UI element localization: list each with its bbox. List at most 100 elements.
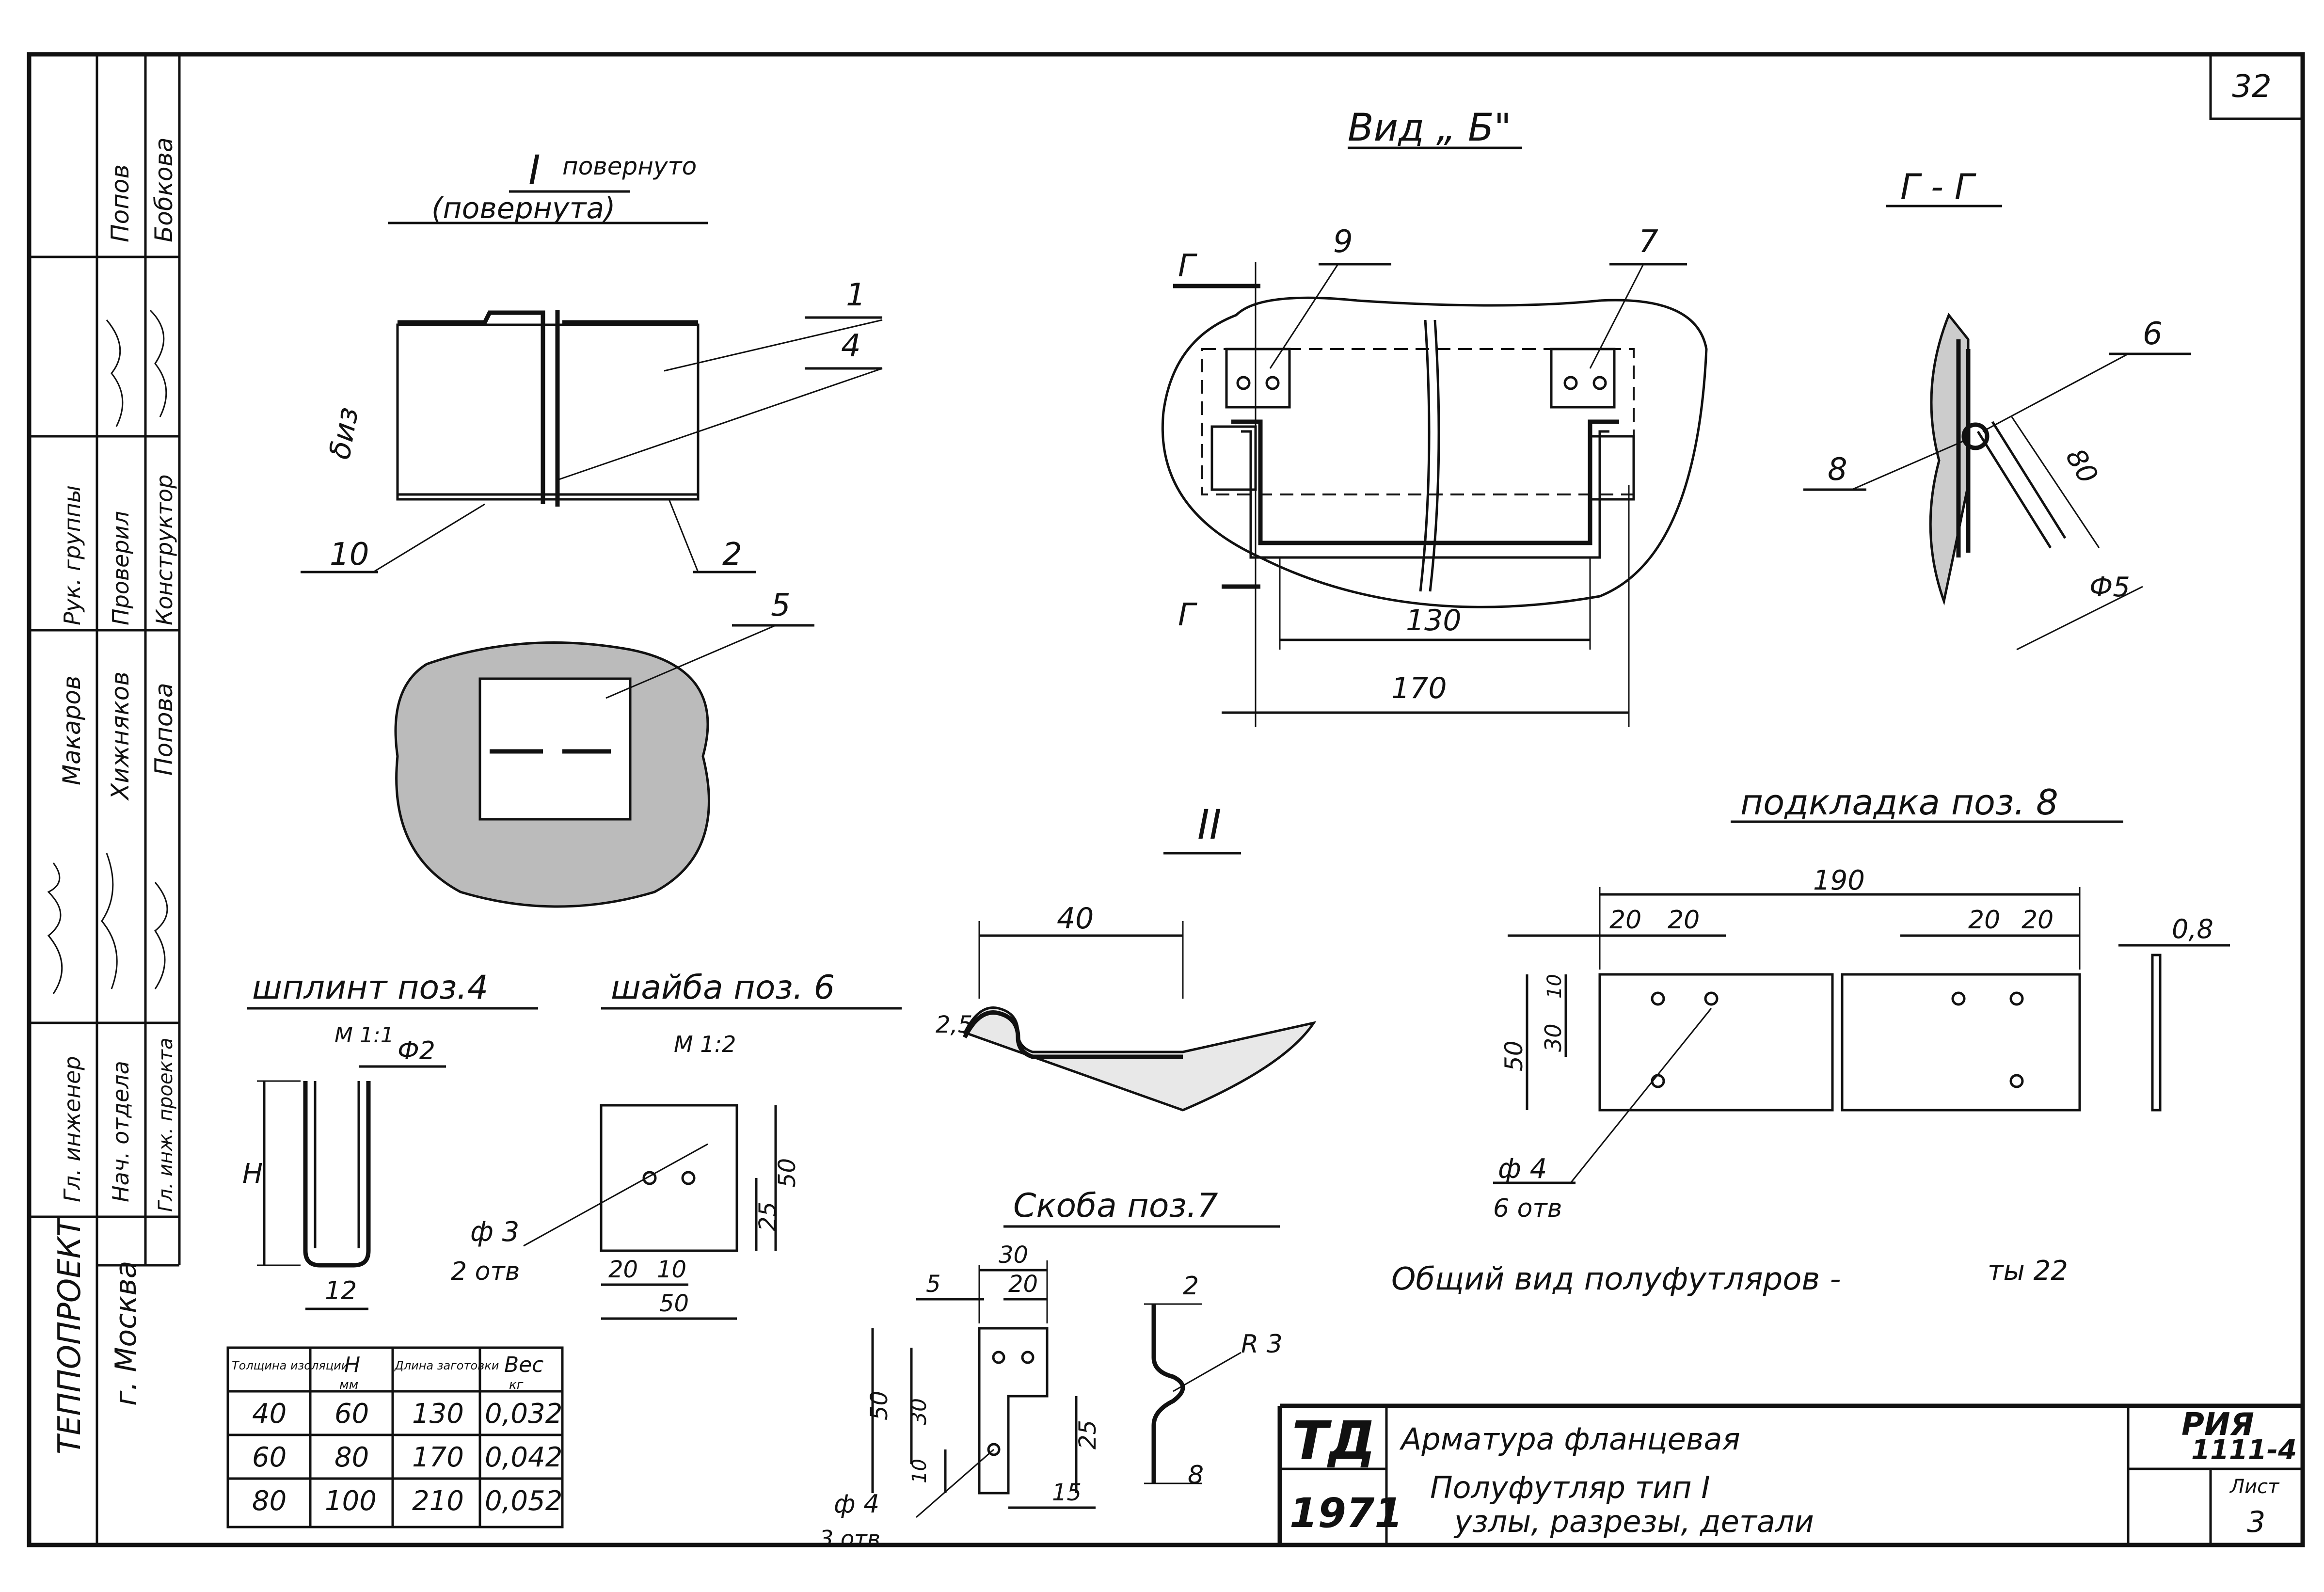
- stamp-name-2: Попова: [150, 683, 178, 776]
- view-2: II 40 2,5: [936, 801, 1317, 1112]
- cut-g-top: Г: [1178, 248, 1197, 284]
- skoba-w5: 5: [926, 1271, 941, 1298]
- general-note: Общий вид полуфутляров -: [1391, 1261, 1841, 1297]
- view-1: I повернуто (повернута) δиз 1 4 10 2: [301, 146, 883, 573]
- viewb-title: Вид „ Б": [1348, 106, 1512, 150]
- skoba-w20: 20: [1008, 1271, 1038, 1298]
- table-h3: Вес: [504, 1353, 543, 1377]
- skoba-r3: R 3: [1241, 1330, 1283, 1359]
- title-block: ТД 1971 Арматура фланцевая Полуфутляр ти…: [1277, 1403, 2303, 1545]
- shayba-w20: 20: [608, 1256, 638, 1283]
- shayba-w50: 50: [659, 1290, 689, 1317]
- table-u1: мм: [339, 1378, 358, 1392]
- title-line3: узлы, разрезы, детали: [1453, 1504, 1814, 1539]
- shayba-scale: М 1:2: [674, 1031, 736, 1057]
- shayba: шайба поз. 6 М 1:2 ф 3 2 отв 20 10 50 50…: [451, 969, 902, 1320]
- title-code: 1111-4: [2191, 1434, 2297, 1466]
- podkladka-phi4: ф 4: [1498, 1153, 1547, 1185]
- skoba-w8: 8: [1188, 1461, 1204, 1490]
- callout-6: 6: [2143, 316, 2163, 352]
- stamp-signatures: [47, 309, 168, 994]
- table-u3: кг: [509, 1378, 524, 1392]
- skoba-w15: 15: [1052, 1479, 1082, 1506]
- table-r1c3: 0,042: [485, 1442, 562, 1473]
- general-note-tail: ты 22: [1988, 1255, 2068, 1287]
- sheet-number: 32: [2232, 69, 2271, 105]
- shayba-title: шайба поз. 6: [611, 969, 835, 1007]
- stamp-role-1: Нач. отдела: [108, 1061, 134, 1202]
- table-r1c1: 80: [334, 1442, 369, 1473]
- callout-2: 2: [722, 537, 742, 573]
- shplint: шплинт поз.4 М 1:1 Н Ф2 12: [242, 969, 538, 1310]
- table-r0c0: 40: [252, 1398, 287, 1430]
- shplint-w12: 12: [325, 1276, 357, 1305]
- table-h1: Н: [344, 1353, 360, 1377]
- delta-label: δиз: [323, 404, 366, 462]
- callout-9: 9: [1333, 224, 1353, 260]
- dim-50: 50: [1500, 1040, 1528, 1071]
- dim-20d: 20: [2022, 906, 2053, 935]
- dim-20c: 20: [1968, 906, 2000, 935]
- skoba-title: Скоба поз.7: [1013, 1187, 1218, 1225]
- skoba-t2: 2: [1183, 1272, 1199, 1301]
- view-b: Вид „ Б" 9 7 Г Г 130 170: [1161, 106, 1708, 727]
- view1-sub1: повернуто: [562, 152, 697, 180]
- dim-0-8: 0,8: [2172, 914, 2213, 944]
- callout-5: 5: [771, 588, 791, 623]
- skoba-h30: 30: [907, 1398, 931, 1425]
- table-r2c3: 0,052: [485, 1485, 562, 1517]
- skoba-h50: 50: [866, 1391, 893, 1420]
- stamp-role-2: Гл. инж. проекта: [155, 1038, 177, 1212]
- stamp-city: г. Москва: [109, 1260, 143, 1406]
- dim-80: 80: [2059, 444, 2104, 489]
- title-series: РИЯ: [2181, 1407, 2254, 1443]
- table-r1c0: 60: [252, 1442, 287, 1473]
- skoba-phi4: ф 4: [834, 1490, 879, 1519]
- shayba-h50: 50: [774, 1158, 801, 1188]
- skoba: Скоба поз.7 30 20 5 50 30 10 25 15 ф 4 3…: [819, 1187, 1283, 1552]
- table-r0c2: 130: [412, 1398, 464, 1430]
- dim-190: 190: [1813, 865, 1865, 896]
- callout-8: 8: [1828, 452, 1847, 488]
- stamp-role-4: Проверил: [108, 511, 134, 625]
- cut-g-bottom: Г: [1178, 597, 1197, 633]
- skoba-h10: 10: [908, 1459, 931, 1483]
- stamp-role-3: Рук. группы: [59, 485, 85, 625]
- title-line1: Арматура фланцевая: [1399, 1421, 1740, 1457]
- stamp-name-3: Попов: [106, 164, 134, 242]
- title-sheet: 3: [2247, 1505, 2265, 1539]
- title-logo: ТД: [1292, 1410, 1376, 1472]
- shayba-2otv: 2 отв: [451, 1257, 520, 1286]
- table-r2c2: 210: [412, 1485, 464, 1517]
- title-line2: Полуфутляр тип I: [1430, 1470, 1710, 1505]
- title-sheet-label: Лист: [2229, 1476, 2280, 1498]
- table-r0c3: 0,032: [485, 1398, 562, 1430]
- stamp-role-0: Гл. инженер: [59, 1056, 85, 1202]
- section-gg: Г - Г 6 8 80 Ф5: [1803, 166, 2191, 651]
- callout-7: 7: [1639, 224, 1658, 260]
- callout-10: 10: [330, 537, 369, 573]
- skoba-3otv: 3 отв.: [819, 1526, 888, 1552]
- shayba-h25: 25: [754, 1202, 781, 1231]
- dim-130: 130: [1406, 604, 1462, 637]
- shplint-phi2: Ф2: [398, 1036, 435, 1066]
- table-h0: Толщина изоляции: [232, 1359, 349, 1372]
- dim-2-5: 2,5: [936, 1011, 972, 1038]
- view2-title: II: [1197, 801, 1222, 848]
- table-h2: Длина заготовки: [394, 1359, 499, 1372]
- view1-title: I: [528, 146, 541, 194]
- stamp-name-4: Бобкова: [150, 137, 178, 242]
- section-gg-title: Г - Г: [1900, 166, 1976, 207]
- title-year: 1971: [1289, 1489, 1403, 1537]
- dim-phi5: Ф5: [2089, 572, 2130, 603]
- table-r1c2: 170: [412, 1442, 464, 1473]
- view1-sub2: (повернута): [431, 191, 616, 225]
- shplint-scale: М 1:1: [334, 1023, 394, 1048]
- stamp-role-5: Конструктор: [151, 475, 177, 625]
- dim-40: 40: [1057, 902, 1094, 936]
- sheet-number-box: [2209, 54, 2303, 120]
- table-r2c1: 100: [325, 1485, 377, 1517]
- table-r2c0: 80: [252, 1485, 287, 1517]
- mesh-detail: 5: [394, 588, 814, 908]
